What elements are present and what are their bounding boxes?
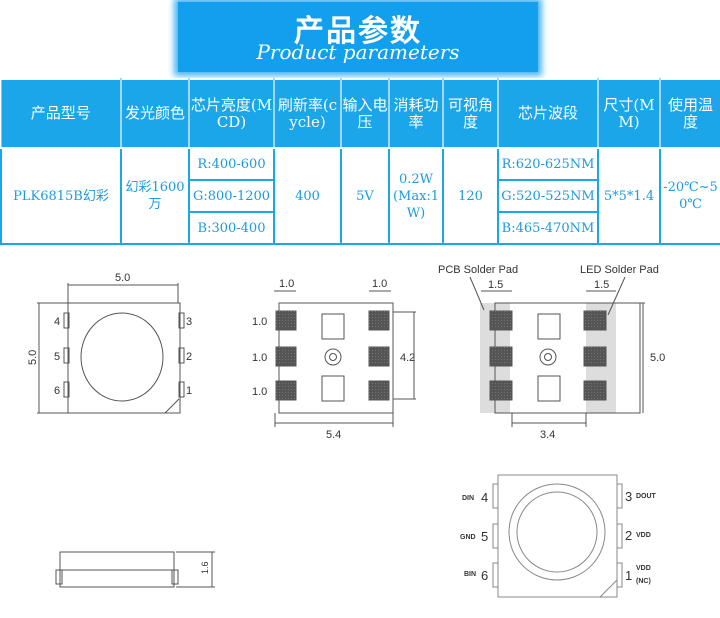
header-cell: 消耗功率 [388,78,444,149]
refresh-cell: 400 [273,147,342,245]
dim-top-width: 5.0 [115,272,130,284]
temp-cell: -20℃~50℃ [659,147,720,245]
power-cell: 0.2W(Max:1W) [388,147,444,245]
side-view-drawing: 1.6 [55,551,215,588]
pin-label: 6 [54,385,60,397]
dim-pad-width: 1.0 [372,278,387,290]
color-cell: 幻彩1600万 [120,147,190,245]
dim-pitch: 4.2 [400,352,415,364]
dim-led-width: 1.5 [594,279,609,291]
header-cell: 芯片亮度(MCD) [188,78,275,149]
brightness-b: B:300-400 [188,211,275,245]
led-solder-pad-label: LED Solder Pad [580,264,659,276]
header-cell: 发光颜色 [120,78,190,149]
header-row: 产品型号 发光颜色 芯片亮度(MCD) 刷新率(cycle) 输入电压 消耗功率… [0,78,720,149]
pin-name-gnd: GND [460,534,476,541]
header-cell: 芯片波段 [497,78,599,149]
pin-name-vdd-nc: VDD [636,565,651,572]
table-row: B:300-400 B:465-470NM [1,211,720,245]
pin-name-vdd: VDD [636,532,651,539]
pin-label: 4 [54,316,60,328]
pin-label: 5 [54,351,60,363]
pin-name-dout: DOUT [636,493,657,500]
angle-cell: 120 [442,147,499,245]
header-cell: 刷新率(cycle) [273,78,342,149]
pin-number: 6 [481,568,488,583]
header-cell: 输入电压 [340,78,390,149]
table-row: G:800-1200 G:520-525NM [1,179,720,213]
pin-name-bin: BIN [464,571,476,578]
header-cell: 尺寸(MM) [597,78,661,149]
wavelength-g: G:520-525NM [497,179,599,213]
header-cell: 可视角度 [442,78,499,149]
pcb-pad-view: PCB Solder Pad LED Solder Pad 1.5 1.5 5.… [438,264,665,441]
dim-pad-height: 1.0 [252,316,267,328]
dim-pcb-width: 1.5 [488,279,503,291]
model-cell: PLK6815B幻彩 [0,147,122,245]
brightness-g: G:800-1200 [188,179,275,213]
pcb-solder-pad-label: PCB Solder Pad [438,264,518,276]
pinout-drawing: DIN 4 GND 5 BIN 6 3 DOUT 2 VDD 1 VDD (NC… [460,474,657,598]
table-row: PLK6815B幻彩 幻彩1600万 R:400-600 400 5V 0.2W… [0,147,720,245]
title-banner: 产品参数 Product parameters [178,2,538,72]
dim-pad-height: 1.0 [252,352,267,364]
brightness-r: R:400-600 [188,147,275,181]
pin-number: 1 [625,568,632,583]
pin-name-din: DIN [462,495,474,502]
parameters-table: 产品型号 发光颜色 芯片亮度(MCD) 刷新率(cycle) 输入电压 消耗功率… [0,78,720,245]
voltage-cell: 5V [340,147,390,245]
header-cell: 产品型号 [0,78,122,149]
dim-pad-height: 1.0 [252,386,267,398]
pin-label: 3 [186,316,192,328]
wavelength-b: B:465-470NM [497,211,599,245]
pin-label: 1 [186,385,192,397]
dim-pad-width: 1.0 [279,278,294,290]
pin-number: 4 [481,490,488,505]
bottom-view: 1.0 1.0 1.0 1.0 1.0 4.2 5.4 [252,278,416,441]
dim-gap: 3.4 [540,429,555,441]
pin-number: 5 [481,529,488,544]
size-cell: 5*5*1.4 [597,147,661,245]
dim-pcb-height: 5.0 [650,352,665,364]
pin-number: 3 [625,489,632,504]
pin-label: 2 [186,351,192,363]
header-cell: 使用温度 [659,78,720,149]
dim-side-height: 1.6 [200,561,210,574]
pin-number: 2 [625,528,632,543]
pin-note-nc: (NC) [636,578,651,585]
dim-top-height: 5.0 [27,350,39,365]
banner-subtitle: Product parameters [256,40,460,64]
dim-bottom-width: 5.4 [326,429,341,441]
banner-title: 产品参数 [294,14,422,49]
wavelength-r: R:620-625NM [497,147,599,181]
top-view-drawing: 5.0 5.0 4 5 6 3 2 1 1.0 1.0 1.0 1.0 1.0 … [27,264,665,441]
